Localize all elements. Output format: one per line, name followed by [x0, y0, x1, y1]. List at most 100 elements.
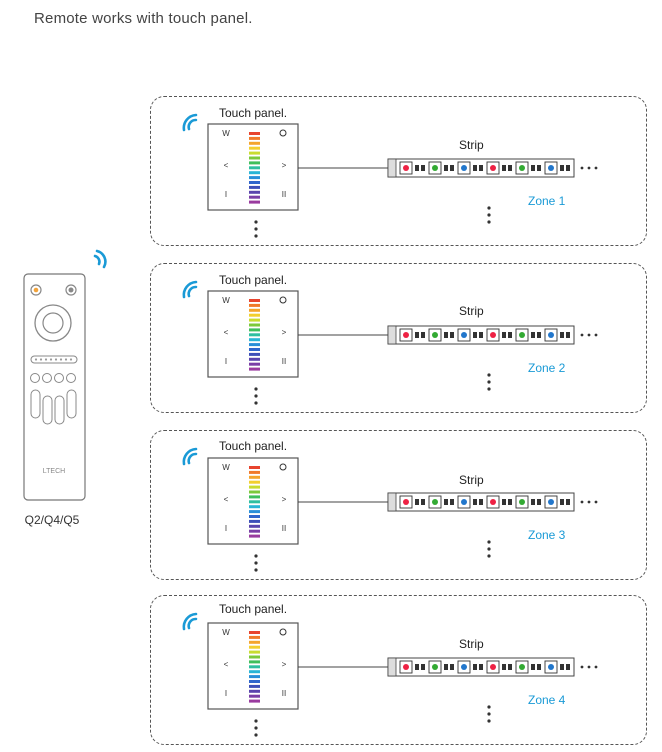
power-icon	[279, 129, 287, 137]
ellipsis-dot	[487, 373, 491, 377]
ellipsis-dot	[254, 387, 258, 391]
wireless-signal-icon	[182, 113, 198, 132]
zone-label-1: Zone 1	[528, 194, 566, 208]
ellipsis-dot	[254, 554, 258, 558]
ellipsis-dot	[254, 719, 258, 723]
wireless-signal-icon	[93, 249, 107, 269]
panel-right-key: >	[282, 495, 287, 504]
ellipsis-dot	[594, 500, 598, 504]
zone-group-2	[150, 263, 647, 413]
remote-control: LTECH	[23, 273, 86, 501]
zone-label-2: Zone 2	[528, 361, 566, 375]
ellipsis-dot	[594, 665, 598, 669]
panel-scene2-key: II	[282, 689, 286, 698]
wireless-signal-icon	[182, 612, 198, 631]
ellipsis-dot	[254, 401, 258, 405]
panel-left-key: <	[224, 161, 229, 170]
ellipsis-dot	[580, 333, 584, 337]
remote-brand-logo: LTECH	[43, 468, 65, 475]
power-icon	[279, 628, 287, 636]
zone-label-4: Zone 4	[528, 693, 566, 707]
ellipsis-dot	[254, 227, 258, 231]
panel-w-key: W	[222, 463, 230, 472]
led-strip	[387, 657, 575, 677]
strip-label-4: Strip	[459, 637, 484, 651]
ellipsis-dot	[487, 387, 491, 391]
ellipsis-dot	[587, 665, 591, 669]
ellipsis-dot	[487, 705, 491, 709]
ellipsis-dot	[580, 500, 584, 504]
ellipsis-dot	[487, 220, 491, 224]
ellipsis-dot	[254, 220, 258, 224]
touch-panel-label-2: Touch panel.	[219, 273, 288, 287]
ellipsis-dot	[594, 166, 598, 170]
ellipsis-dot	[487, 554, 491, 558]
led-strip	[387, 492, 575, 512]
touch-panel-label-4: Touch panel.	[219, 602, 288, 616]
zone-label-3: Zone 3	[528, 528, 566, 542]
led-strip	[387, 325, 575, 345]
ellipsis-dot	[587, 333, 591, 337]
zone-group-1	[150, 96, 647, 246]
diagram-heading: Remote works with touch panel.	[34, 10, 253, 27]
ellipsis-dot	[254, 561, 258, 565]
panel-right-key: >	[282, 660, 287, 669]
ellipsis-dot	[254, 234, 258, 238]
strip-label-1: Strip	[459, 138, 484, 152]
strip-label-2: Strip	[459, 304, 484, 318]
panel-left-key: <	[224, 660, 229, 669]
panel-right-key: >	[282, 161, 287, 170]
ellipsis-dot	[254, 568, 258, 572]
panel-w-key: W	[222, 628, 230, 637]
ellipsis-dot	[580, 665, 584, 669]
remote-power-button	[30, 284, 42, 296]
panel-scene2-key: II	[282, 357, 286, 366]
panel-scene2-key: II	[282, 190, 286, 199]
zone-group-4	[150, 595, 647, 745]
ellipsis-dot	[594, 333, 598, 337]
ellipsis-dot	[254, 394, 258, 398]
panel-scene1-key: I	[225, 357, 227, 366]
ellipsis-dot	[487, 547, 491, 551]
strip-label-3: Strip	[459, 473, 484, 487]
wireless-signal-icon	[182, 280, 198, 299]
touch-panel-label-1: Touch panel.	[219, 106, 288, 120]
ellipsis-dot	[587, 500, 591, 504]
ellipsis-dot	[254, 726, 258, 730]
ellipsis-dot	[487, 380, 491, 384]
panel-scene1-key: I	[225, 524, 227, 533]
ellipsis-dot	[487, 540, 491, 544]
remote-model-label: Q2/Q4/Q5	[24, 513, 80, 527]
touch-panel-label-3: Touch panel.	[219, 439, 288, 453]
panel-w-key: W	[222, 296, 230, 305]
ellipsis-dot	[487, 712, 491, 716]
panel-right-key: >	[282, 328, 287, 337]
power-icon	[279, 463, 287, 471]
panel-scene1-key: I	[225, 190, 227, 199]
wireless-signal-icon	[182, 447, 198, 466]
remote-mode-button	[65, 284, 77, 296]
ellipsis-dot	[254, 733, 258, 737]
ellipsis-dot	[487, 206, 491, 210]
ellipsis-dot	[487, 719, 491, 723]
power-icon	[279, 296, 287, 304]
panel-w-key: W	[222, 129, 230, 138]
ellipsis-dot	[487, 213, 491, 217]
remote-color-wheel	[34, 304, 72, 342]
panel-left-key: <	[224, 328, 229, 337]
ellipsis-dot	[580, 166, 584, 170]
panel-scene2-key: II	[282, 524, 286, 533]
ellipsis-dot	[587, 166, 591, 170]
panel-scene1-key: I	[225, 689, 227, 698]
